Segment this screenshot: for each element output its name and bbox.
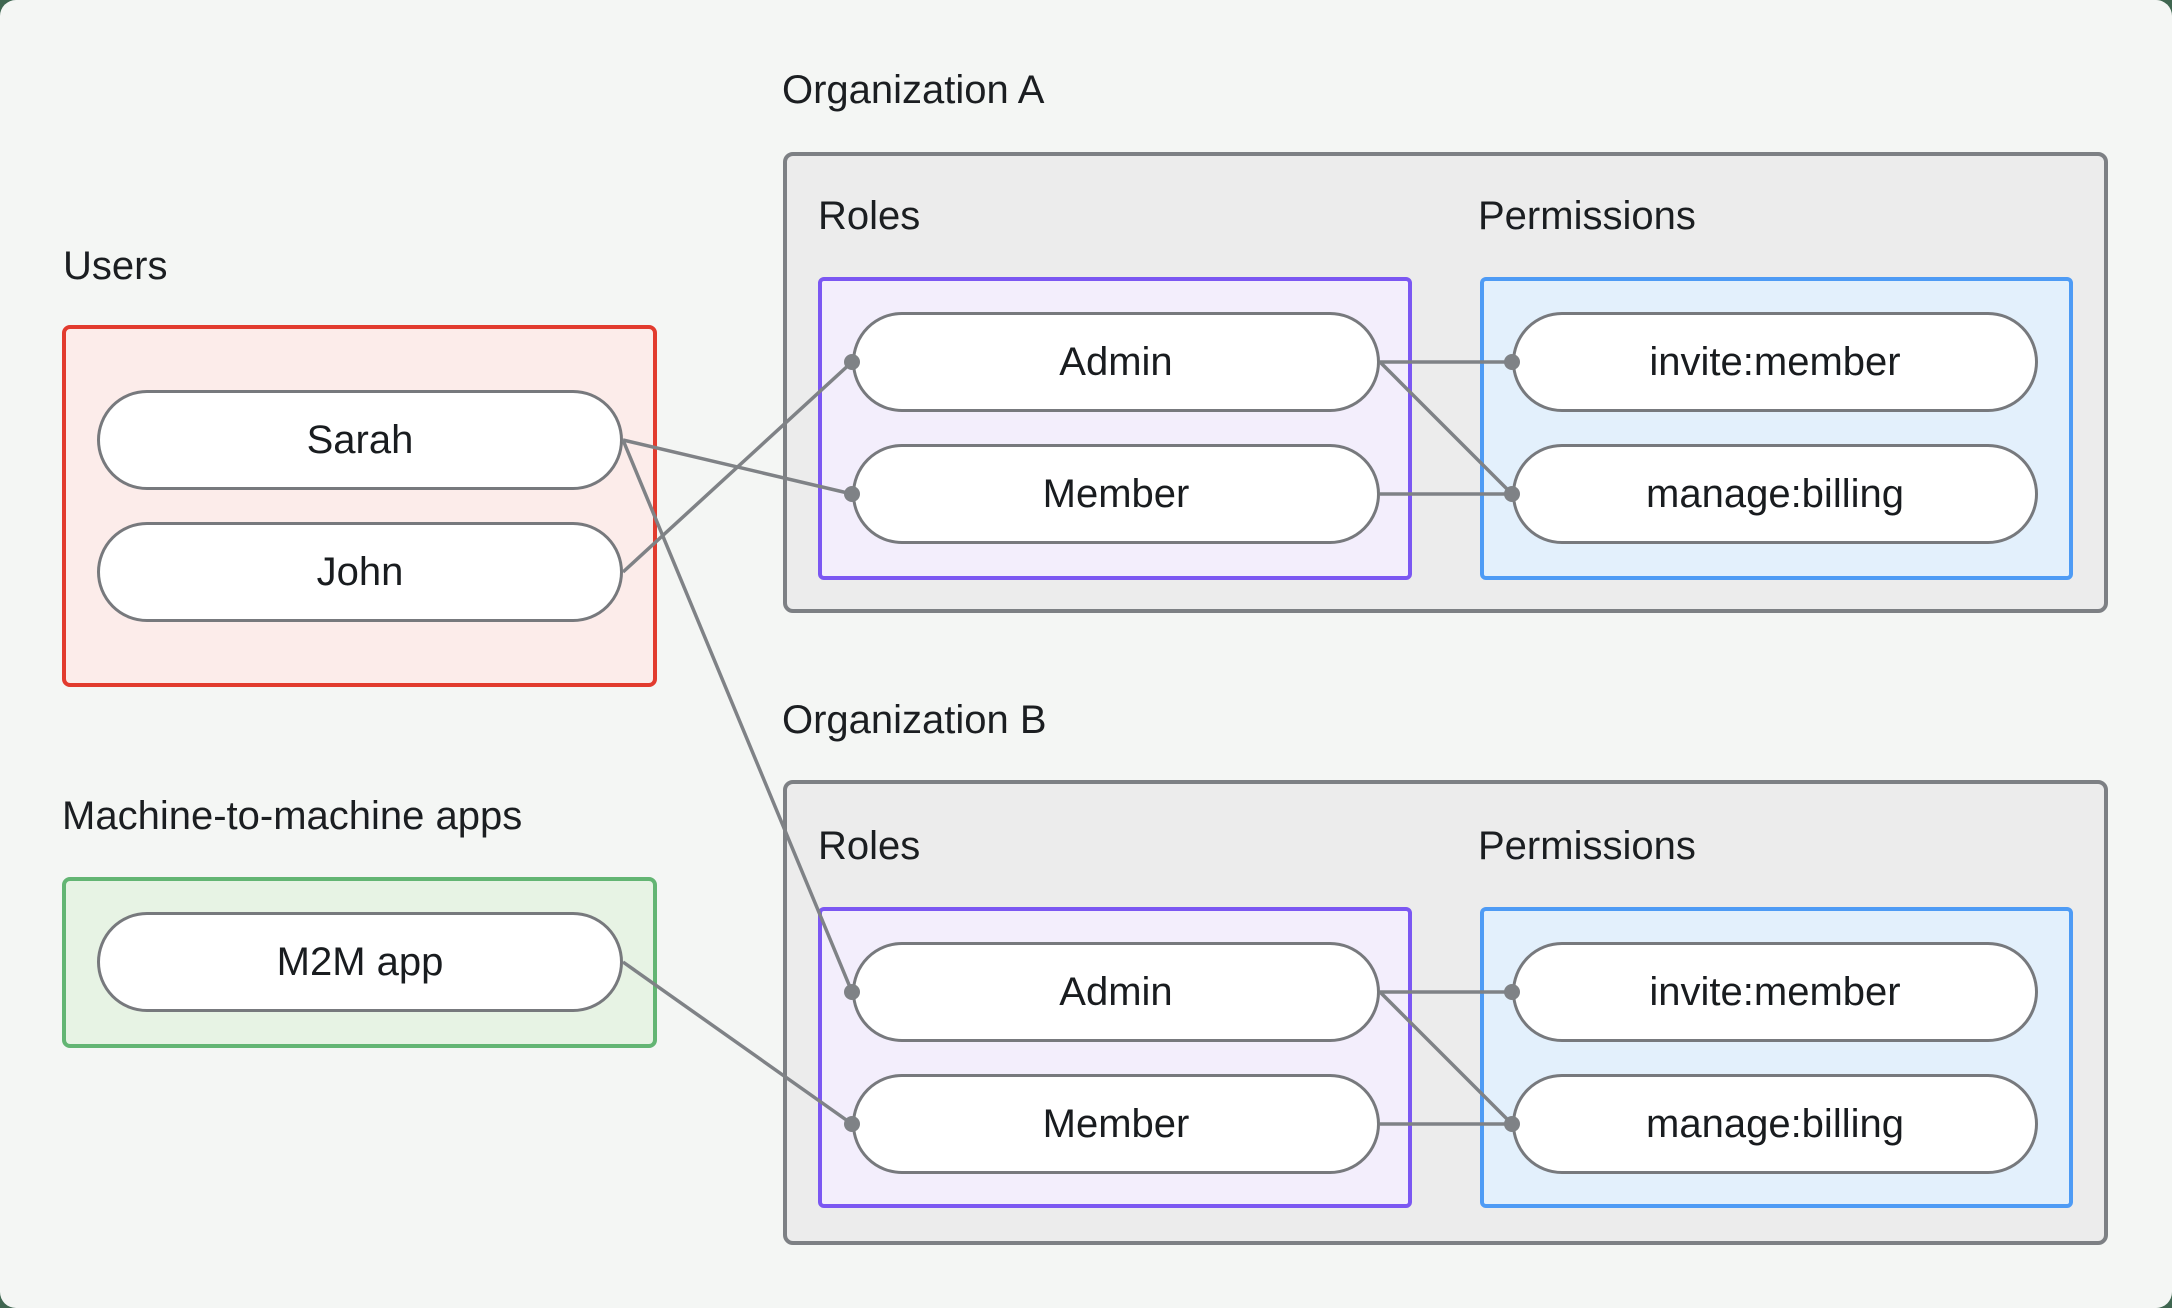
org-a-role-admin: Admin: [852, 312, 1380, 412]
org-a-role-member: Member: [852, 444, 1380, 544]
m2m-app-node-label: M2M app: [276, 939, 444, 984]
m2m-app-node: M2M app: [97, 912, 623, 1012]
users-group-box: [62, 325, 657, 687]
user-node-sarah: Sarah: [97, 390, 623, 490]
org-a-title: Organization A: [782, 68, 1045, 112]
user-node-john-label: John: [316, 549, 404, 594]
users-group-label: Users: [63, 244, 168, 288]
org-b-permission-manage-billing: manage:billing: [1512, 1074, 2038, 1174]
org-b-role-member: Member: [852, 1074, 1380, 1174]
org-a-role-admin-label: Admin: [1059, 339, 1173, 384]
org-b-permissions-label: Permissions: [1478, 824, 1696, 868]
m2m-group-label: Machine-to-machine apps: [62, 794, 523, 838]
org-b-role-member-label: Member: [1042, 1101, 1190, 1146]
org-a-role-member-label: Member: [1042, 471, 1190, 516]
org-b-role-admin-label: Admin: [1059, 969, 1173, 1014]
user-node-sarah-label: Sarah: [306, 417, 414, 462]
org-b-permission-invite-member: invite:member: [1512, 942, 2038, 1042]
org-a-permission-manage-billing-label: manage:billing: [1646, 471, 1904, 516]
org-b-permission-manage-billing-label: manage:billing: [1646, 1101, 1904, 1146]
org-a-permissions-label: Permissions: [1478, 194, 1696, 238]
org-b-roles-label: Roles: [818, 824, 921, 868]
org-a-permission-invite-member-label: invite:member: [1649, 339, 1901, 384]
org-a-roles-label: Roles: [818, 194, 921, 238]
org-a-permission-invite-member: invite:member: [1512, 312, 2038, 412]
org-a-permission-manage-billing: manage:billing: [1512, 444, 2038, 544]
org-b-permission-invite-member-label: invite:member: [1649, 969, 1901, 1014]
org-b-role-admin: Admin: [852, 942, 1380, 1042]
org-b-title: Organization B: [782, 698, 1047, 742]
user-node-john: John: [97, 522, 623, 622]
